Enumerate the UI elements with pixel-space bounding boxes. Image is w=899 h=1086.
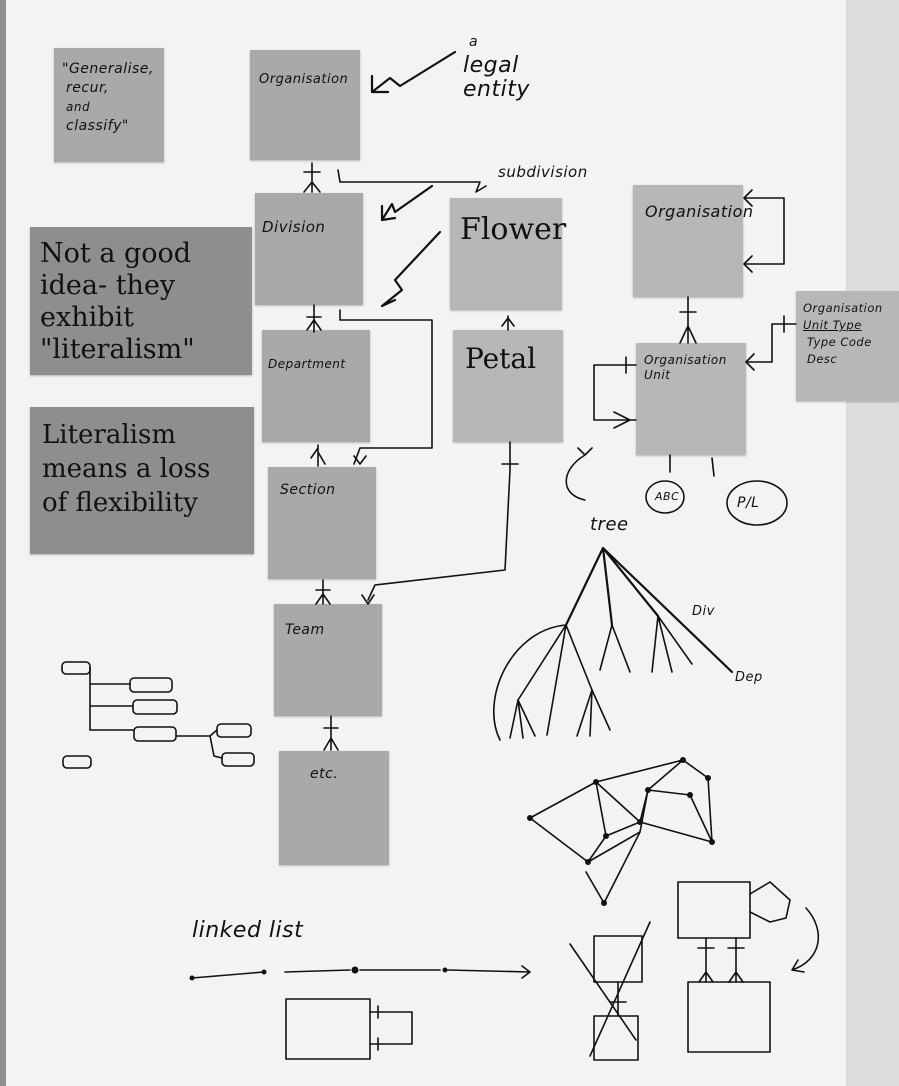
pl-annotation: P/L	[737, 495, 760, 511]
abc-circle	[645, 480, 685, 514]
team-etc-connector	[323, 715, 339, 751]
linked-list-sketch	[189, 965, 531, 1060]
curve-arrow	[565, 447, 593, 501]
organisation-right-label: Organisation	[645, 202, 754, 221]
literalism-line-2: means a loss	[42, 454, 211, 484]
org-unit-type-line-2: Unit Type	[803, 318, 862, 332]
org-unit-line-2: Unit	[644, 368, 671, 382]
note-generalise	[54, 48, 164, 162]
org-unit-type-line-1: Organisation	[803, 301, 883, 315]
subdivision-arrow	[380, 184, 434, 222]
generalise-line-3: and	[66, 100, 91, 114]
wall-background	[846, 0, 899, 1086]
flower-petal-connector	[501, 315, 515, 331]
subdivision-annotation: subdivision	[498, 163, 588, 181]
entity-pair-sketch	[677, 881, 820, 1053]
note-team	[274, 604, 382, 716]
legal-entity-annotation: a legal entity	[463, 30, 530, 102]
pl-circle	[726, 480, 788, 526]
department-section-recursion	[339, 309, 433, 465]
not-good-line-3: exhibit	[40, 302, 134, 333]
div-annotation: Div	[692, 604, 715, 619]
legal-entity-line-2: legal	[463, 53, 519, 78]
unit-type-connector	[745, 315, 797, 371]
organisation-unit-label: Organisation Unit	[644, 353, 727, 383]
note-petal	[453, 330, 563, 442]
org-unit-type-line-3: Type Code	[807, 335, 872, 349]
flower-label: Flower	[460, 212, 567, 247]
legal-entity-arrow	[370, 50, 457, 94]
team-label: Team	[285, 622, 325, 638]
unit-self-loop	[593, 356, 637, 429]
dep-annotation: Dep	[735, 670, 763, 685]
note-organisation	[250, 50, 360, 160]
generalise-line-4: classify"	[66, 118, 129, 134]
network-graph	[527, 757, 715, 906]
petal-team-link	[361, 441, 519, 605]
tree-annotation: tree	[590, 514, 629, 535]
organisation-recursive-loop	[743, 189, 785, 273]
petal-label: Petal	[465, 342, 537, 375]
organisation-unit-type-label: Organisation Unit Type Type Code Desc	[803, 300, 883, 368]
not-good-line-2: idea- they	[40, 270, 176, 301]
linked-list-annotation: linked list	[192, 918, 304, 943]
section-team-connector	[315, 579, 331, 605]
not-good-line-1: Not a good	[40, 238, 192, 269]
literalism-line-1: Literalism	[42, 420, 176, 450]
note-etc	[279, 751, 389, 865]
note-department	[262, 330, 370, 442]
department-label: Department	[268, 357, 346, 371]
note-not-good-idea	[30, 227, 252, 375]
legal-entity-line-3: entity	[463, 77, 530, 102]
org-unit-type-line-4: Desc	[807, 352, 838, 366]
abc-annotation: ABC	[655, 490, 680, 503]
note-organisation-right	[633, 185, 743, 297]
division-label: Division	[262, 218, 326, 236]
literalism-text: Literalism means a loss of flexibility	[42, 418, 210, 520]
organisation-unit-connector	[679, 296, 697, 344]
note-flower	[450, 198, 562, 310]
hierarchy-sketch	[61, 661, 255, 769]
generalise-line-2: recur,	[66, 80, 109, 96]
division-department-connector	[306, 304, 322, 333]
crossed-out-sketch	[569, 921, 651, 1061]
not-good-line-4: "literalism"	[40, 334, 195, 365]
org-recursive-link	[337, 169, 487, 193]
org-unit-line-1: Organisation	[644, 353, 727, 367]
etc-label: etc.	[310, 766, 339, 782]
note-division	[255, 193, 363, 305]
organisation-label: Organisation	[259, 72, 349, 87]
note-organisation-unit	[636, 343, 746, 455]
literalism-line-3: of flexibility	[42, 488, 198, 518]
legal-entity-line-1: a	[469, 34, 479, 50]
note-literalism	[30, 407, 254, 554]
note-section	[268, 467, 376, 579]
note-organisation-unit-type	[796, 291, 899, 401]
tree-diagram	[492, 546, 734, 741]
department-section-connector	[310, 444, 326, 467]
hierarchy-arrow	[380, 230, 442, 308]
section-label: Section	[280, 482, 336, 498]
generalise-line-1: "Generalise,	[62, 61, 154, 77]
unit-pl-link	[711, 457, 715, 477]
generalise-text: "Generalise, recur, and classify"	[62, 60, 154, 136]
not-good-idea-text: Not a good idea- they exhibit "literalis…	[40, 238, 195, 366]
org-division-connector	[303, 162, 321, 193]
